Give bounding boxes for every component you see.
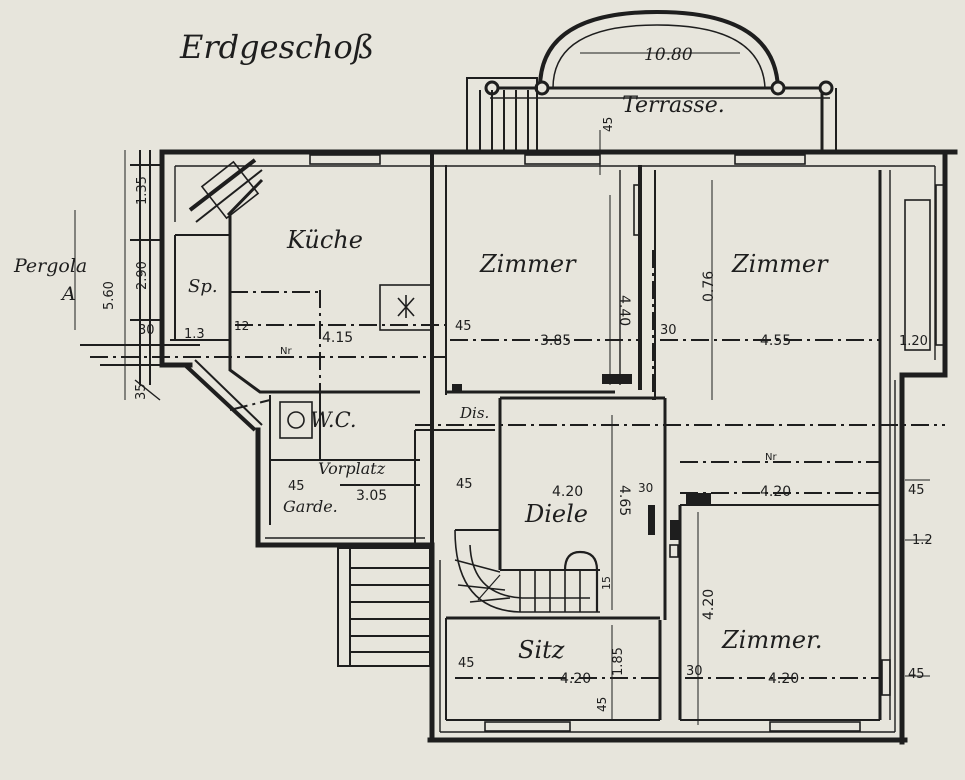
dim-4-20-a: 4.20 [552,484,583,500]
label-speis: Sp. [188,276,218,297]
dim-4-20-c: 4.20 [701,589,717,620]
label-zimmer-1: Zimmer [479,250,577,278]
dim-45-e: 45 [458,656,475,671]
dim-45-a: 45 [455,319,472,334]
dim-45-b: 45 [288,479,305,494]
dim-30-c: 30 [686,664,703,679]
dim-45-c: 45 [456,477,473,492]
dim-45-d: 45 [908,483,925,498]
dim-0-76: 0.76 [701,271,717,302]
label-garderobe: Garde. [283,497,338,516]
dim-1-3: 1.3 [184,327,205,342]
dim-15: 15 [600,576,613,590]
terrace [466,9,837,153]
wall-linings [174,165,936,733]
label-terrasse: Terrasse. [622,93,725,118]
dim-45-f: 45 [595,697,609,712]
label-wc: W.C. [310,408,357,432]
dim-1-35: 1.35 [135,176,150,205]
dim-2-90: 2.90 [135,261,150,290]
dim-4-40: 4.40 [616,295,632,326]
wc-bay-diagonal [183,363,257,432]
dim-1-85: 1.85 [611,647,626,676]
dim-4-15: 4.15 [322,330,353,346]
terrace-arch [538,9,780,89]
kitchen-bay-diagonal [188,158,257,212]
dim-4-65: 4.65 [616,485,632,516]
label-zimmer-2: Zimmer [731,250,829,278]
dim-4-20-d: 4.20 [560,671,591,687]
interior-walls [174,152,882,721]
dimension-lines [74,52,930,725]
dim-5-60: 5.60 [102,281,117,310]
label-pergola-mark: A [60,283,76,305]
dim-45-g: 45 [908,667,925,682]
label-zimmer-3: Zimmer. [721,626,823,654]
dim-nr-left: Nr [280,346,292,357]
dim-4-55: 4.55 [760,333,791,349]
dim-3-05: 3.05 [356,488,387,504]
diagram-title: Erdgeschoß [179,28,374,66]
dim-1-2: 1.2 [912,533,933,548]
label-kueche: Küche [286,226,363,254]
entrance-stair [337,547,431,667]
bay-walls [183,158,420,432]
dim-4-20-e: 4.20 [768,671,799,687]
label-pergola: Pergola [13,255,87,277]
dim-30-b: 30 [638,481,653,495]
dim-30-left: 30 [138,323,155,338]
dim-4-20-b: 4.20 [760,484,791,500]
terrace-steps [466,77,538,153]
label-diele: Diele [524,500,588,528]
windows [200,154,945,732]
wc-fixture [279,401,313,439]
pergola [80,150,200,401]
dim-45-top: 45 [601,117,615,132]
stove [379,284,433,331]
dim-30-a: 30 [660,323,677,338]
fixtures [452,374,711,540]
label-sitz: Sitz [518,636,565,664]
dim-terrasse-width: 10.80 [644,45,693,65]
dim-35: 35 [134,383,149,400]
dim-12: 12 [234,319,249,333]
internal-stair [454,529,600,613]
dim-3-85: 3.85 [540,333,571,349]
label-vorplatz: Vorplatz [318,459,386,478]
dim-1-20: 1.20 [899,334,928,349]
axis-lines [90,250,945,679]
dim-nr-right: Nr [765,452,777,463]
label-dis: Dis. [459,404,489,422]
